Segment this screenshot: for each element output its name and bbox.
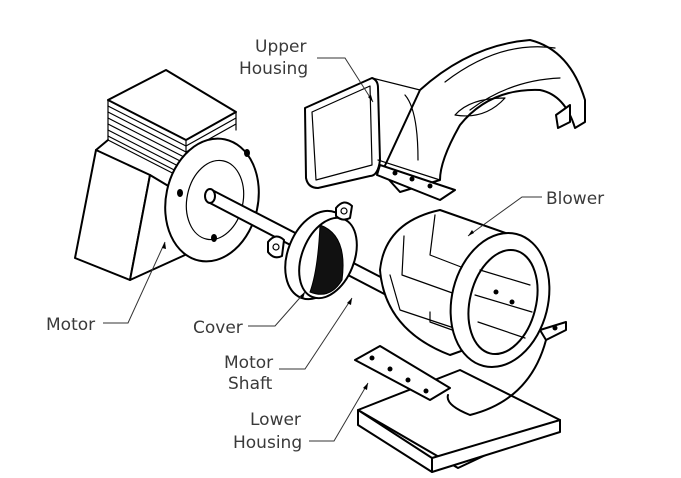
cover-bristles xyxy=(309,224,344,295)
label-motor-shaft-line2: Shaft xyxy=(228,374,273,394)
upper-housing-shell xyxy=(381,39,586,193)
upper-housing-outlet xyxy=(304,77,381,189)
cover xyxy=(267,201,358,301)
flange-bolt-hole xyxy=(244,149,250,157)
cover-tab-hole xyxy=(340,207,348,215)
shaft-end xyxy=(204,188,216,204)
mount-bolt-hole xyxy=(387,366,393,372)
mount-bolt-hole xyxy=(405,377,411,383)
blower-ring-opening xyxy=(467,248,539,356)
mount-bolt-hole xyxy=(369,355,375,361)
label-upper-housing-line1: Upper xyxy=(255,37,306,57)
leader-motor-shaft xyxy=(279,297,353,370)
mount-bolt-hole xyxy=(552,325,558,331)
leader-cover xyxy=(248,291,306,327)
leader-motor xyxy=(103,241,166,324)
label-lower-housing-line1: Lower xyxy=(250,410,301,430)
leader-blower xyxy=(467,196,542,237)
lower-housing-right-mount xyxy=(539,321,567,341)
mount-bolt-hole xyxy=(423,388,429,394)
leader-lines xyxy=(103,57,542,442)
mount-bolt-hole xyxy=(427,183,433,189)
blower-inner-vanes xyxy=(474,269,533,339)
outlet-inner xyxy=(311,85,373,181)
mount-bolt-hole xyxy=(392,170,398,176)
motor-top xyxy=(107,69,237,141)
upper-housing-right-foot xyxy=(555,104,571,129)
leader-upper-housing xyxy=(317,57,374,103)
flange-bolt-hole xyxy=(211,234,217,242)
blower-hub-hole xyxy=(509,299,515,305)
blower-hub-hole xyxy=(493,289,499,295)
lower-housing xyxy=(354,321,567,473)
blower xyxy=(379,209,551,368)
cover-mount-tab xyxy=(267,235,285,259)
lower-housing-base-front xyxy=(431,419,561,473)
label-lower-housing-line2: Housing xyxy=(233,433,302,453)
cover-tab-hole xyxy=(272,243,280,251)
labels: Upper Housing Blower Motor Cover Motor S… xyxy=(46,37,604,453)
label-blower: Blower xyxy=(546,189,604,209)
upper-housing xyxy=(304,39,586,201)
label-motor-shaft-line1: Motor xyxy=(224,353,273,373)
motor xyxy=(74,69,260,281)
label-upper-housing-line2: Housing xyxy=(239,59,308,79)
cover-mount-tab xyxy=(335,201,353,221)
mount-bolt-hole xyxy=(409,176,415,182)
lower-housing-left-mount xyxy=(354,345,451,401)
flange-bolt-hole xyxy=(177,189,183,197)
label-motor: Motor xyxy=(46,315,95,335)
label-cover: Cover xyxy=(193,318,243,338)
leader-lower-housing xyxy=(309,382,369,442)
